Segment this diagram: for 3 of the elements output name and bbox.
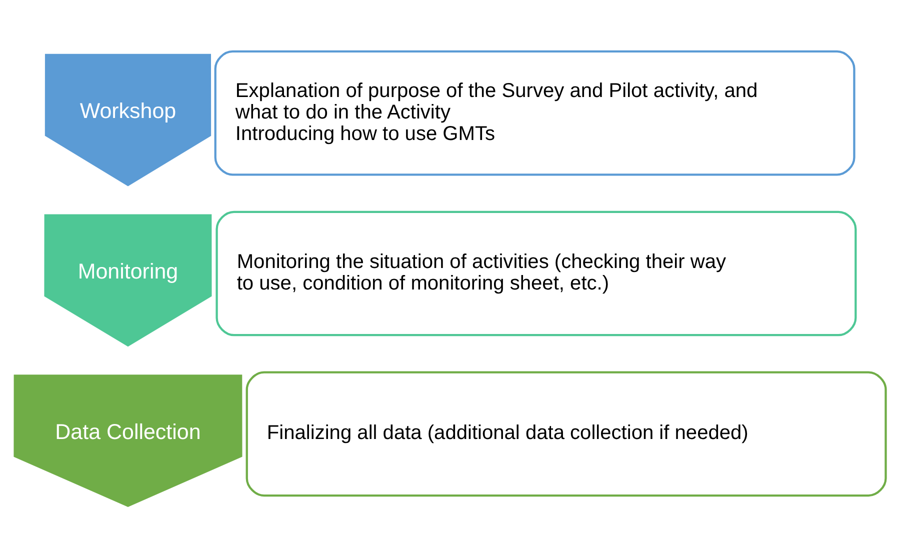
node-box: Explanation of purpose of the Survey and Pilot activity, and what to do in the Activity Introducing how to use GMTs: [214, 50, 856, 176]
node-box: Monitoring the situation of activities (checking their way to use, condition of monitoring sheet, etc.): [216, 210, 857, 336]
node-box: Finalizing all data (additional data collection if needed): [246, 371, 887, 497]
